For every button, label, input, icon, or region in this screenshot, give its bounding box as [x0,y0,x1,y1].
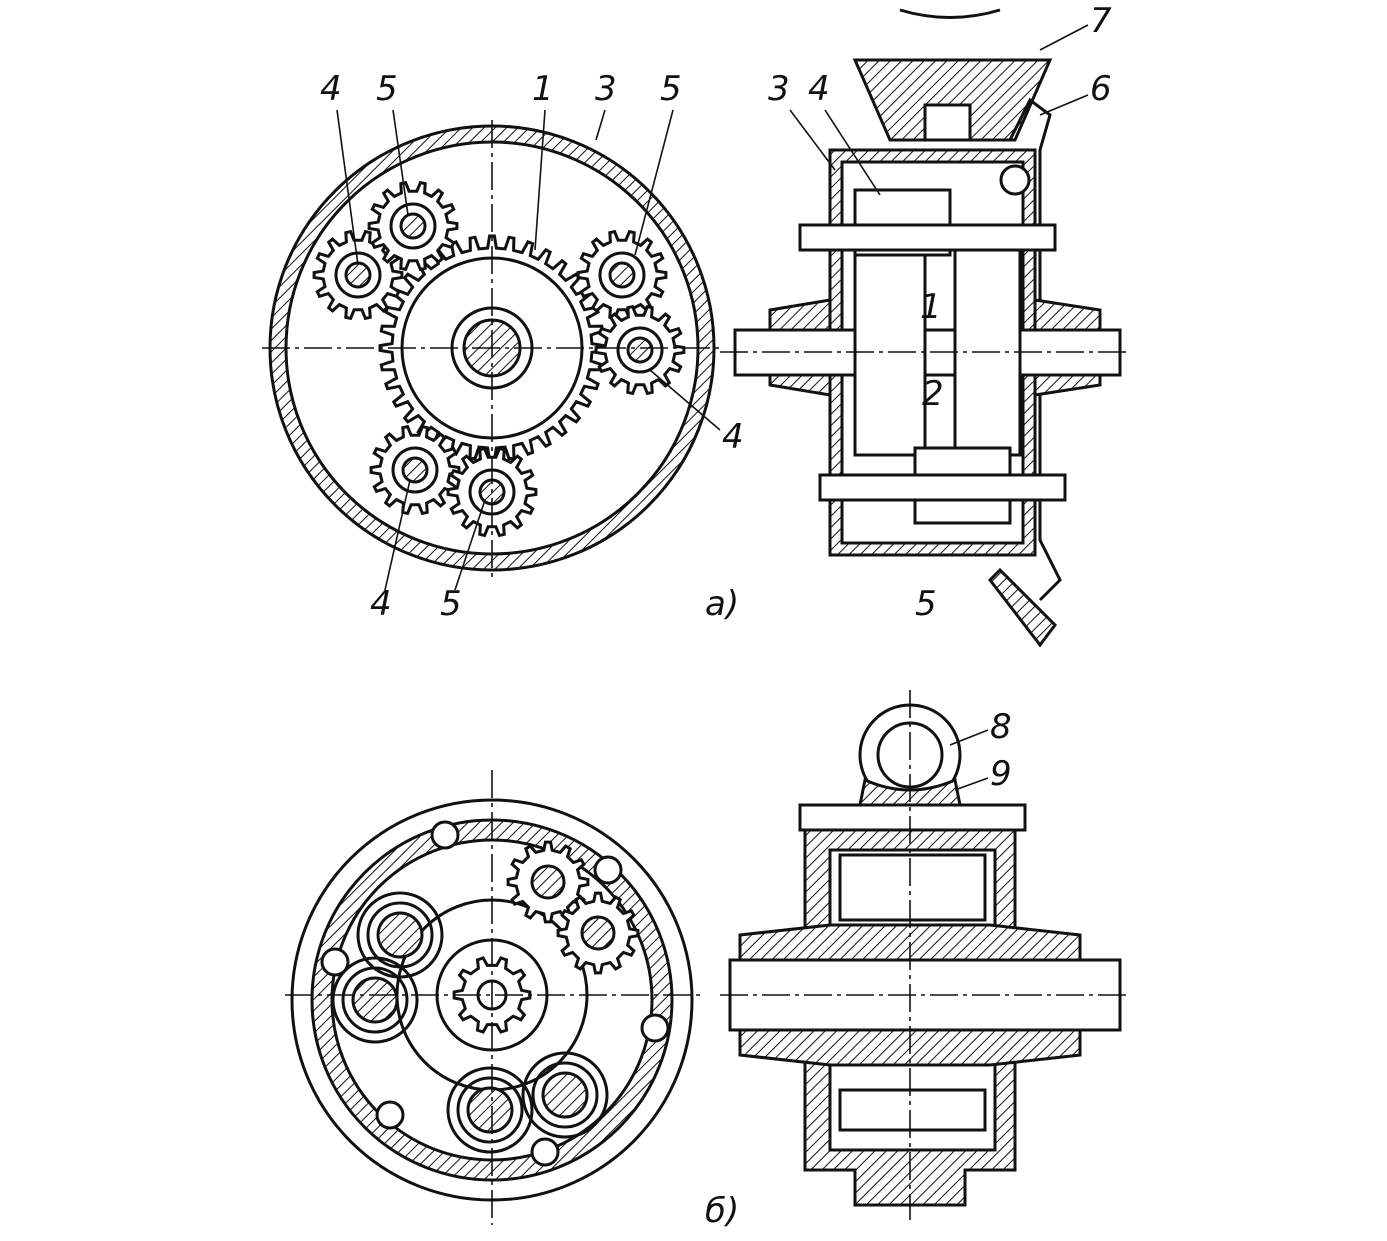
shaft [733,328,1122,377]
planet-hub [389,202,437,250]
bolt-hole [430,820,460,850]
planet-pin [626,336,654,364]
bolt-hole [640,1013,670,1043]
label-5: 5 [915,584,937,624]
label-4: 4 [722,417,744,457]
label-5: 5 [660,69,682,109]
labels: 4 5 1 3 5 4 4 5 а) 3 4 7 6 1 2 5 8 9 б) [320,1,1112,1231]
bolt-hole [320,947,350,977]
planet-gear-b [356,891,444,979]
planet-pin [608,261,636,289]
bolt-hole [375,1100,405,1130]
planet-gear-b [531,1061,599,1129]
planet-pin-b [580,915,616,951]
label-9: 9 [990,754,1012,794]
label-7: 7 [1090,1,1112,41]
planet-gear-b [466,1086,514,1134]
bracket-6 [1008,97,1062,602]
label-1: 1 [920,287,942,327]
planet-gear-b [541,1071,589,1119]
label-1: 1 [532,69,554,109]
label-5: 5 [440,584,462,624]
planet-pin-b [530,864,566,900]
sun-gear-2 [953,243,1022,457]
fig-b-front-view [285,770,700,1225]
planet-pin [401,456,429,484]
label-4: 4 [320,69,342,109]
sun-gear-1 [853,243,927,457]
label-4: 4 [370,584,392,624]
fig-a-side-view [720,8,1130,648]
bevel-gear-7 [852,58,1053,142]
label-2: 2 [922,374,944,414]
fig-b-side-view [720,690,1130,1220]
label-3: 3 [595,69,617,109]
planet-hub [391,446,439,494]
label-8: 8 [990,707,1012,747]
planet-gear-b [521,1051,609,1139]
planet-gear-b [376,911,424,959]
caption-b: б) [705,1191,739,1231]
bolt-hole [530,1137,560,1167]
label-3: 3 [768,69,790,109]
bolt-hole [593,855,623,885]
label-4: 4 [808,69,830,109]
planet-hub [334,251,382,299]
planet-hub [598,251,646,299]
planet-pin [344,261,372,289]
caption-a: а) [705,584,739,624]
planet-gear-b [456,1076,524,1144]
fig-a-front-view [262,120,722,582]
planet-gear-b [446,1066,534,1154]
label-6: 6 [1090,69,1112,109]
planet-gear-b [351,976,399,1024]
planet-hub [616,326,664,374]
planet-gear-b [331,956,419,1044]
leader-lines [336,24,1089,791]
planet-gear-b [341,966,409,1034]
label-5: 5 [376,69,398,109]
planet-pin [399,212,427,240]
